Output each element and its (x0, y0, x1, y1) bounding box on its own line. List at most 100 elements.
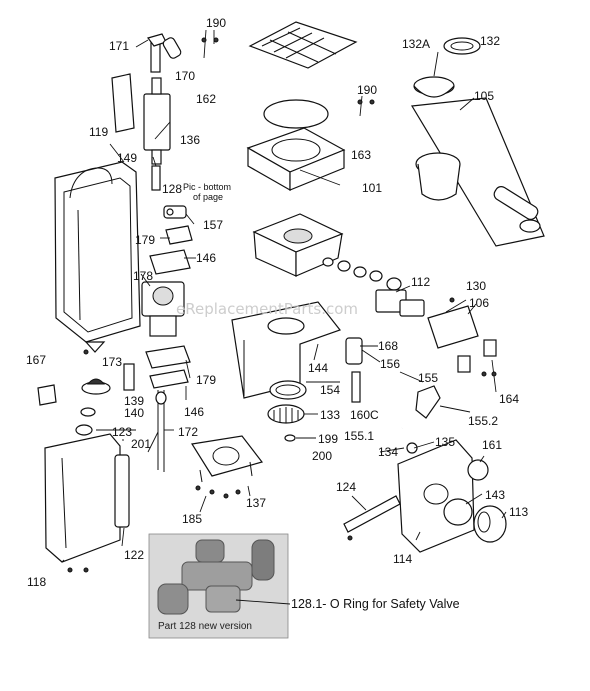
label-132a: 132A (402, 37, 430, 51)
tube-172 (155, 390, 167, 472)
plate-unlabeled (111, 73, 135, 133)
bracket-146b (149, 369, 189, 389)
button-135 (406, 442, 418, 454)
washer-199 (284, 434, 296, 442)
tube-149 (151, 165, 161, 191)
knob-113 (473, 505, 507, 543)
gasket-122 (114, 454, 130, 528)
base-137 (191, 435, 264, 483)
label-106: 106 (469, 296, 489, 310)
label-112: 112 (411, 275, 430, 289)
label-146b: 146 (184, 405, 204, 419)
label-155-2: 155.2 (468, 414, 498, 428)
label-167: 167 (26, 353, 46, 367)
label-201: 201 (131, 437, 151, 451)
label-155-1: 155.1 (344, 429, 374, 443)
label-149: 149 (117, 151, 137, 165)
gasket-oval (263, 99, 329, 129)
label-199: 199 (318, 432, 338, 446)
filter-basket-132 (443, 37, 481, 55)
bracket-144 (231, 301, 341, 399)
label-105: 105 (474, 89, 494, 103)
handle-124 (343, 495, 401, 533)
leader-lines (61, 29, 507, 605)
label-185: 185 (182, 512, 202, 526)
part-labels: 190 171 170 162 132A 132 190 105 119 136… (26, 16, 528, 632)
plate-106 (427, 305, 479, 349)
tip-155-2 (415, 385, 441, 419)
label-136: 136 (180, 133, 200, 147)
valve-157 (163, 205, 187, 219)
valve-156 (345, 337, 363, 365)
label-119: 119 (89, 125, 108, 139)
panel-167 (37, 384, 57, 406)
bracket-146a (149, 249, 191, 275)
bracket-179b (145, 345, 191, 369)
label-190a: 190 (206, 16, 226, 30)
label-134: 134 (378, 445, 398, 459)
label-133: 133 (320, 408, 340, 422)
label-163: 163 (351, 148, 371, 162)
label-139: 139 (124, 394, 144, 408)
knob-143 (443, 498, 473, 526)
boiler-body-101 (246, 127, 346, 192)
bracket-179a (165, 225, 193, 245)
note-pic-bottom-line1: Pic - bottom (183, 182, 231, 192)
label-190b: 190 (357, 83, 377, 97)
label-123: 123 (112, 425, 132, 439)
label-114: 114 (393, 552, 412, 566)
note-pic-bottom-line2: of page (193, 192, 223, 202)
label-157: 157 (203, 218, 223, 232)
drip-tray-119 (54, 161, 141, 353)
spring-173 (123, 363, 135, 391)
inset-caption: Part 128 new version (158, 621, 252, 632)
fitting-170 (162, 37, 182, 59)
knob-139 (81, 378, 111, 395)
block-130 (399, 299, 425, 317)
watermark: eReplacementParts.com (176, 300, 358, 318)
pump-178 (141, 281, 185, 337)
label-156: 156 (380, 357, 400, 371)
switches-164 (457, 339, 497, 373)
label-128: 128 (162, 182, 182, 196)
boiler-top-plate (248, 21, 358, 69)
label-179a: 179 (135, 233, 155, 247)
washer-row (322, 257, 402, 291)
clip-123 (75, 424, 93, 436)
label-146a: 146 (196, 251, 216, 265)
filter-basket-132a (413, 76, 455, 98)
label-171: 171 (109, 39, 129, 53)
screws (67, 37, 497, 573)
label-200: 200 (312, 449, 332, 463)
knob-161 (467, 459, 489, 481)
label-143: 143 (485, 488, 505, 502)
element-136 (143, 77, 171, 165)
label-179b: 179 (196, 373, 216, 387)
label-130: 130 (466, 279, 486, 293)
inset-photo-part-128 (148, 533, 289, 639)
label-168: 168 (378, 339, 398, 353)
group-head (252, 213, 344, 277)
label-144: 144 (308, 361, 328, 375)
label-124: 124 (336, 480, 356, 494)
portafilter-105 (411, 97, 545, 247)
tube-171 (146, 33, 167, 73)
label-170: 170 (175, 69, 195, 83)
screen-133 (267, 404, 305, 424)
ring-154 (269, 380, 307, 400)
side-panel-118 (44, 433, 121, 563)
label-132: 132 (480, 34, 500, 48)
label-155: 155 (418, 371, 438, 385)
label-162: 162 (196, 92, 216, 106)
label-137: 137 (246, 496, 266, 510)
label-154: 154 (320, 383, 340, 397)
label-172: 172 (178, 425, 198, 439)
label-113: 113 (509, 505, 528, 519)
label-122: 122 (124, 548, 144, 562)
label-135: 135 (435, 435, 455, 449)
label-164: 164 (499, 392, 519, 406)
label-178: 178 (133, 269, 153, 283)
label-160c: 160C (350, 408, 379, 422)
label-140: 140 (124, 406, 144, 420)
